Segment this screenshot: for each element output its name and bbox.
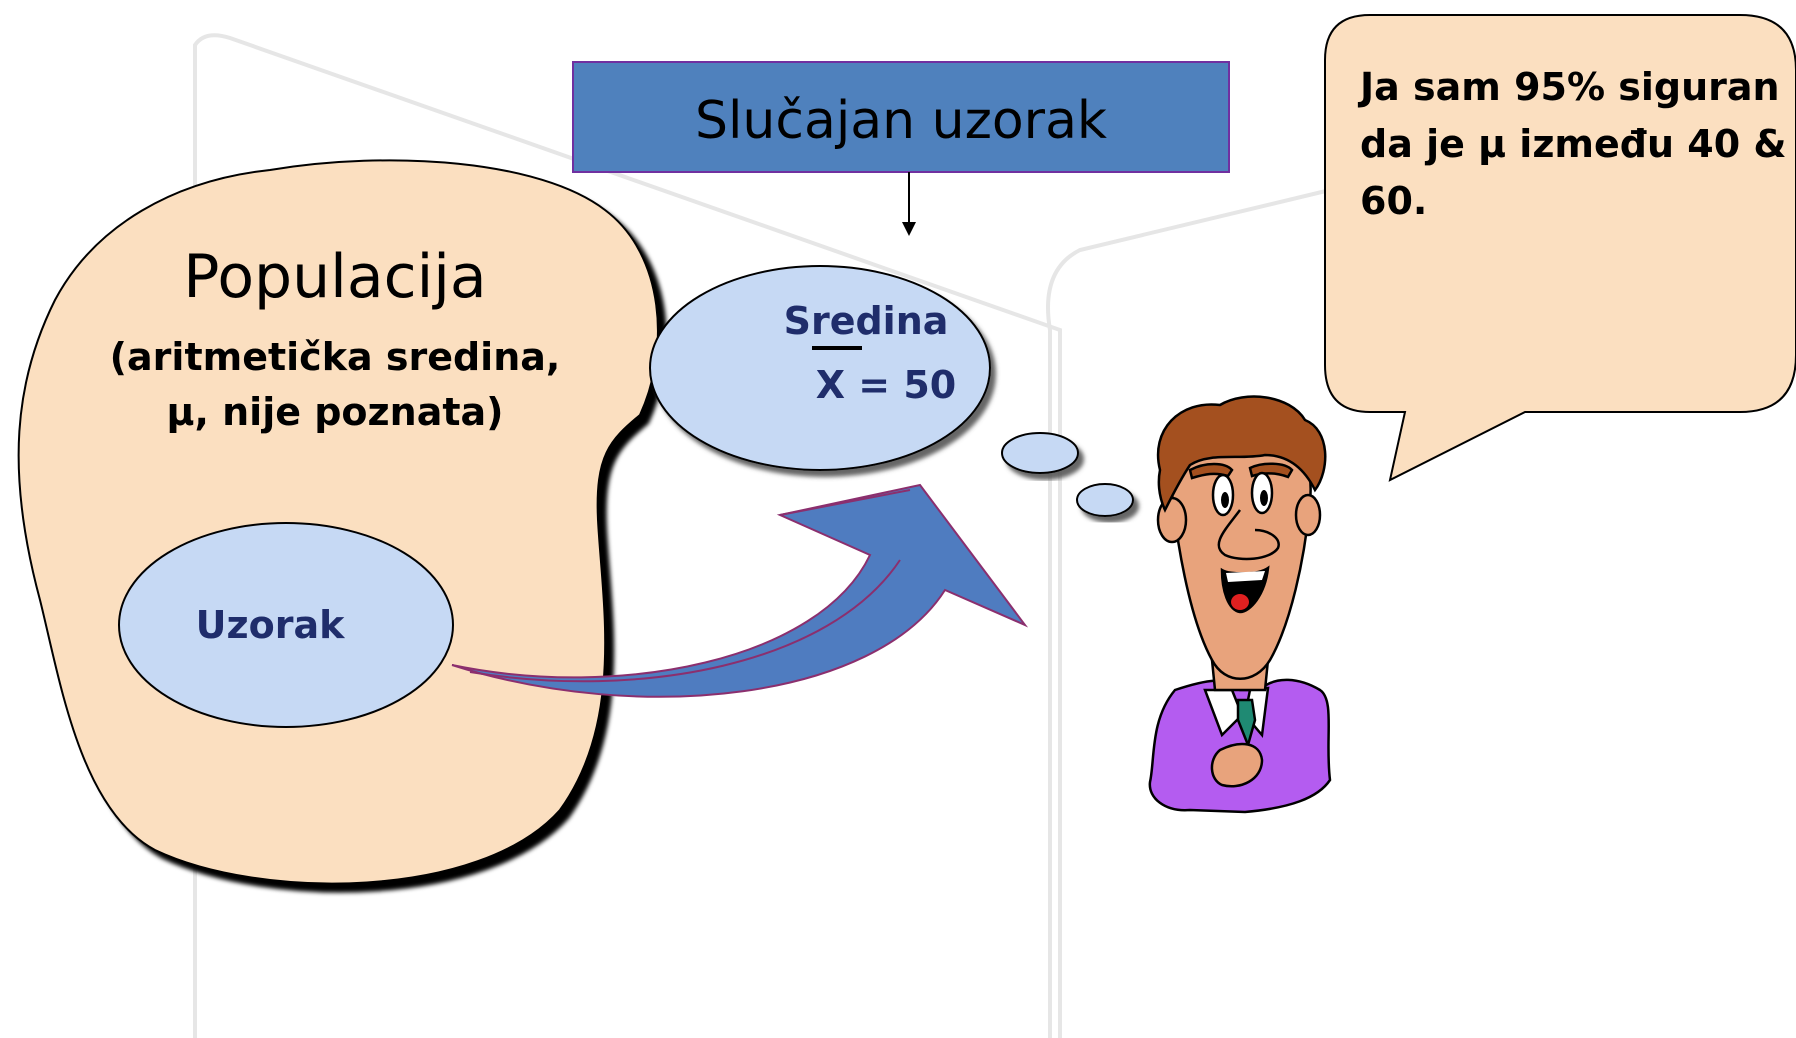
title-box [572, 61, 1230, 173]
sample-ellipse [118, 522, 454, 728]
connector-arrowhead [902, 222, 916, 236]
hair [1156, 395, 1327, 513]
tongue [1231, 594, 1249, 610]
eye-left-pupil [1221, 492, 1229, 508]
speech-line2: da je μ između 40 & [1360, 122, 1787, 166]
right-ear [1294, 493, 1322, 537]
title-box-label: Slučajan uzorak [695, 91, 1107, 151]
speech-bubble [1324, 14, 1796, 482]
sampling-arrow [451, 483, 1029, 698]
thought-bubble [649, 265, 991, 471]
hand [1210, 742, 1264, 788]
thought-value: X = 50 [816, 363, 956, 407]
cartoon-man-illustration [1148, 395, 1332, 814]
thought-dot-small [1076, 483, 1134, 517]
population-line1: (aritmetička sredina, [110, 335, 561, 379]
speech-line1: Ja sam 95% siguran [1357, 65, 1780, 109]
thought-label: Sredina [784, 299, 949, 343]
sample-label: Uzorak [196, 603, 345, 647]
arrow-highlight [469, 559, 901, 683]
population-line2: μ, nije poznata) [166, 390, 503, 434]
eye-right-pupil [1260, 490, 1268, 506]
necktie [1236, 698, 1257, 749]
teeth [1226, 571, 1265, 582]
population-title: Populacija [183, 242, 486, 312]
thought-dot-large [1001, 432, 1079, 474]
speech-line3: 60. [1360, 179, 1427, 223]
arrow-highlight-2 [779, 489, 911, 516]
nose [1217, 509, 1280, 561]
